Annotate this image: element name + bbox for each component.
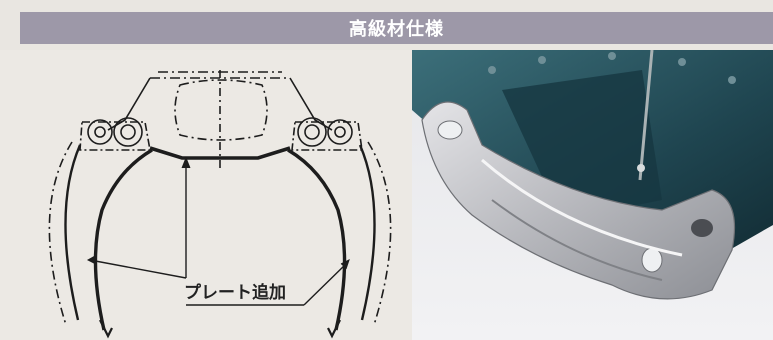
plate-addition-label: プレート追加 [184, 283, 286, 303]
title-bar: 高級材仕様 [20, 12, 773, 44]
grapple-line-drawing [48, 70, 392, 339]
page-title: 高級材仕様 [349, 19, 444, 40]
grapple-photo [412, 50, 773, 340]
photo-panel [412, 50, 773, 340]
header-band: 高級材仕様 [0, 0, 773, 50]
technical-drawing-panel: プレート追加 [0, 50, 412, 340]
